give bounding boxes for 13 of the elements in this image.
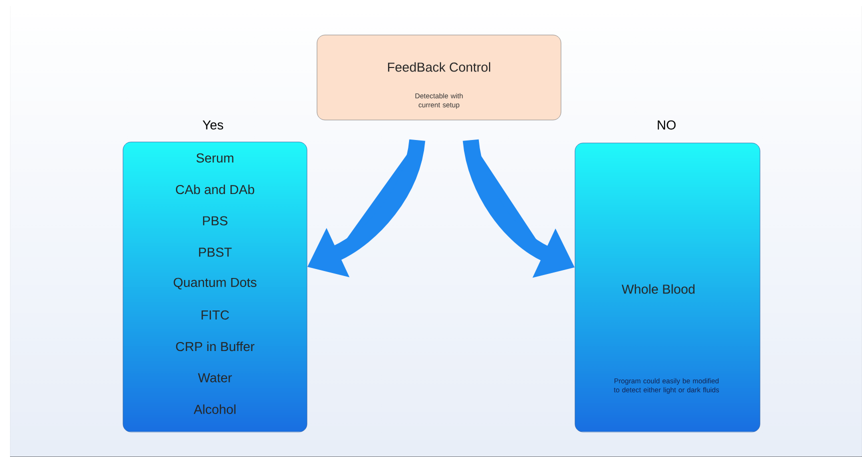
list-item: PBST bbox=[199, 248, 232, 257]
list-item: Whole Blood bbox=[622, 284, 694, 294]
column-heading: NO bbox=[658, 120, 676, 130]
box-title: FeedBack Control bbox=[388, 62, 490, 72]
list-item: PBS bbox=[203, 216, 228, 226]
list-item: Water bbox=[198, 373, 232, 382]
list-item: Serum bbox=[196, 153, 234, 163]
list-item: FITC bbox=[202, 310, 229, 320]
list-item: CAb and DAb bbox=[176, 184, 254, 194]
list-item: CRP in Buffer bbox=[176, 342, 254, 352]
list-item: Quantum Dots bbox=[174, 278, 256, 290]
column-heading: Yes bbox=[202, 120, 224, 130]
list-item: Alcohol bbox=[194, 404, 236, 414]
